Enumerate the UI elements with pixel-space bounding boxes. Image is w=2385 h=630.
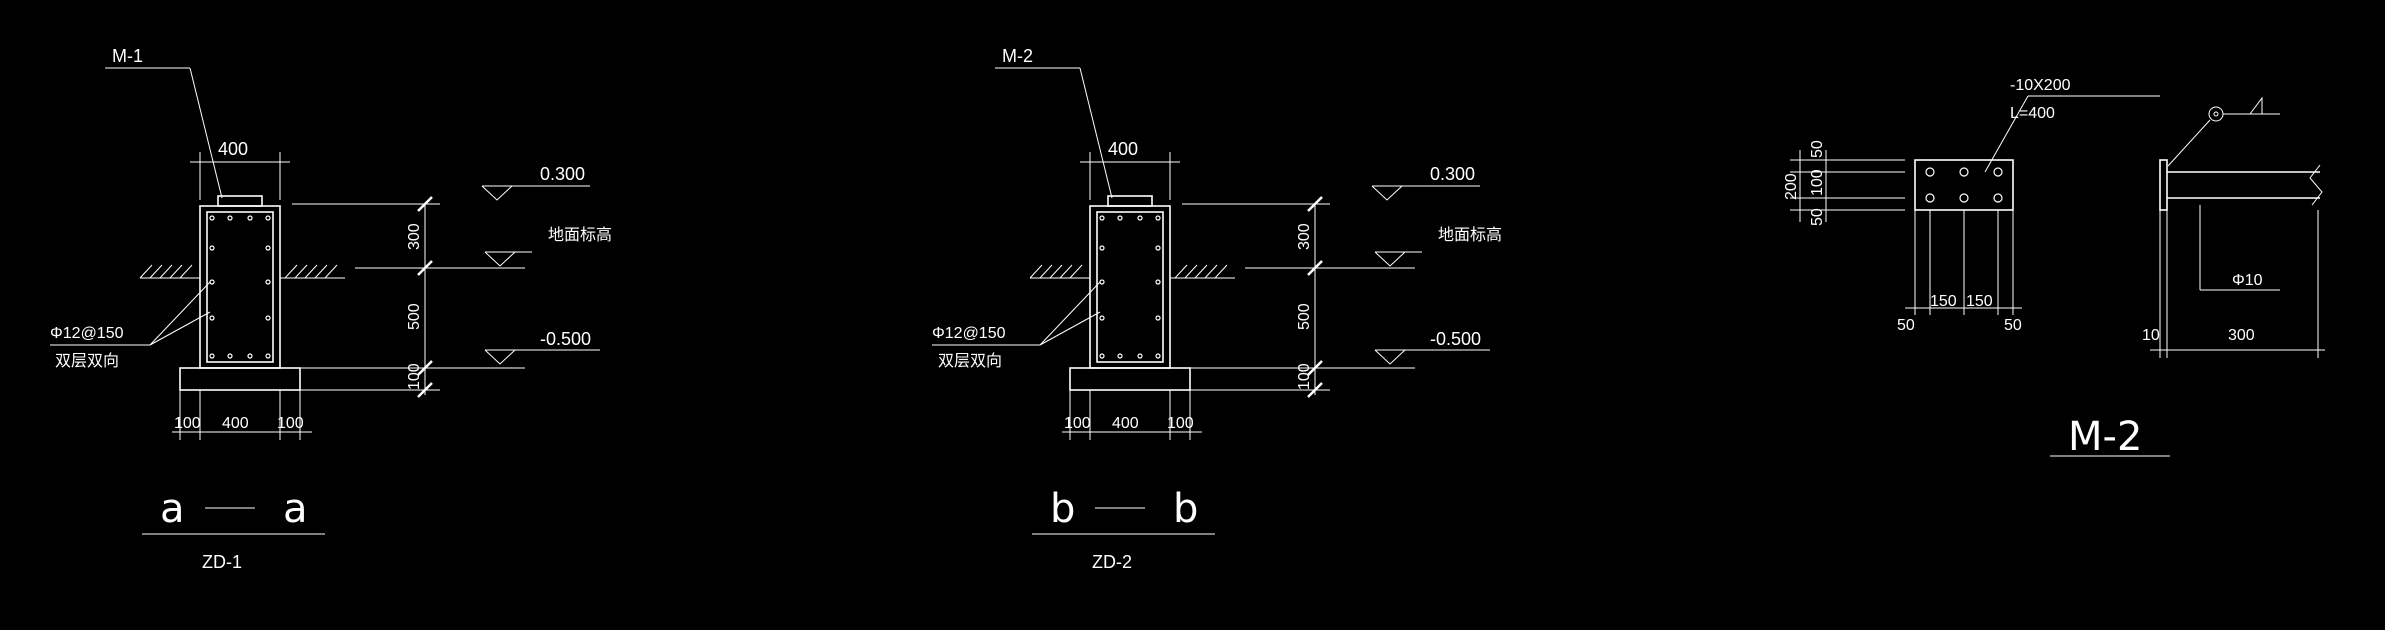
weld-symbol-core — [2213, 111, 2219, 117]
base-right: 100 — [277, 415, 304, 432]
caption: ZD-2 — [1092, 552, 1132, 572]
elev-marker-bottom — [1374, 349, 1490, 365]
column-inner — [1096, 211, 1164, 363]
elev-marker-top — [1371, 185, 1480, 201]
weld-leader — [2167, 119, 2211, 167]
ground-label: 地面标高 — [548, 226, 612, 244]
elev-top: 0.300 — [1430, 164, 1475, 184]
dim-lower: 100 — [406, 363, 423, 390]
detail-b: M-2 400 — [932, 46, 1502, 572]
section-right: b — [1173, 486, 1198, 532]
tick — [417, 360, 433, 376]
dim-h-right: 50 — [2004, 317, 2022, 334]
rebar-dots — [1099, 215, 1161, 359]
ground-hatch-right — [280, 264, 345, 279]
dim-bottom: 50 — [1809, 208, 1826, 226]
detail-title: M-2 — [2068, 414, 2142, 460]
rebar-leader — [149, 281, 211, 346]
dim-lower: 100 — [1296, 363, 1313, 390]
column-inner — [206, 211, 274, 363]
dim-length: 300 — [2228, 327, 2255, 344]
base-left: 100 — [1064, 415, 1091, 432]
embedded-plate — [217, 195, 263, 207]
anchor-spec: Φ10 — [2232, 272, 2263, 289]
dim-h-left: 50 — [1897, 317, 1915, 334]
plate-length: L=400 — [2010, 105, 2055, 122]
weld-symbol — [2208, 106, 2224, 122]
plate-tag: M-1 — [112, 46, 143, 66]
base-mid: 400 — [222, 415, 249, 432]
weld-flag — [2249, 96, 2263, 115]
caption: ZD-1 — [202, 552, 242, 572]
dim-upper: 300 — [1296, 223, 1313, 250]
rebar-note: 双层双向 — [55, 352, 119, 370]
break-line — [2309, 164, 2323, 206]
tick — [1307, 360, 1323, 376]
plate-side — [2159, 159, 2168, 211]
ground-hatch-left — [139, 264, 200, 279]
leader-line — [1079, 67, 1113, 199]
column-outer — [199, 205, 281, 369]
dim-upper: 300 — [406, 223, 423, 250]
leader-line — [189, 67, 223, 199]
footing — [179, 367, 301, 391]
section-left: b — [1050, 486, 1075, 532]
elev-bottom: -0.500 — [540, 329, 591, 349]
base-left: 100 — [174, 415, 201, 432]
dim-top: 50 — [1809, 140, 1826, 158]
dim-middle: 500 — [1296, 303, 1313, 330]
dim-thickness: 10 — [2142, 327, 2160, 344]
ground-hatch-right — [1170, 264, 1235, 279]
rebar-leader — [1039, 311, 1101, 346]
elev-marker-bottom — [484, 349, 600, 365]
rebar-note: 双层双向 — [938, 352, 1002, 370]
tick — [1307, 196, 1323, 212]
elev-marker-ground — [1374, 251, 1422, 267]
dim-top: 400 — [218, 139, 248, 159]
dim-total: 200 — [1783, 173, 1800, 200]
elev-top: 0.300 — [540, 164, 585, 184]
tick — [417, 260, 433, 276]
elev-bottom: -0.500 — [1430, 329, 1481, 349]
base-right: 100 — [1167, 415, 1194, 432]
column-outer — [1089, 205, 1171, 369]
plate-spec: -10X200 — [2010, 77, 2071, 94]
rebar-spec: Φ12@150 — [932, 325, 1006, 342]
elev-marker-ground — [484, 251, 532, 267]
rebar-dots — [209, 215, 271, 359]
anchor-holes — [1925, 167, 2003, 203]
base-mid: 400 — [1112, 415, 1139, 432]
tick — [1307, 260, 1323, 276]
dim-h-b: 150 — [1966, 293, 1993, 310]
ground-label: 地面标高 — [1438, 226, 1502, 244]
rebar-leader — [149, 311, 211, 346]
dim-mid: 100 — [1809, 169, 1826, 196]
footing — [1069, 367, 1191, 391]
dim-h-a: 150 — [1930, 293, 1957, 310]
plate-detail: -10X200 L=400 150 150 50 50 200 50 100 5… — [1783, 77, 2325, 460]
dim-middle: 500 — [406, 303, 423, 330]
ground-hatch-left — [1029, 264, 1090, 279]
tick — [417, 196, 433, 212]
rebar-leader — [1039, 281, 1101, 346]
embedded-plate — [1107, 195, 1153, 207]
section-left: a — [160, 486, 185, 532]
rebar-spec: Φ12@150 — [50, 325, 124, 342]
plate-tag: M-2 — [1002, 46, 1033, 66]
section-right: a — [283, 486, 308, 532]
elev-marker-top — [481, 185, 590, 201]
dim-top: 400 — [1108, 139, 1138, 159]
detail-a: M-1 400 — [50, 46, 612, 572]
